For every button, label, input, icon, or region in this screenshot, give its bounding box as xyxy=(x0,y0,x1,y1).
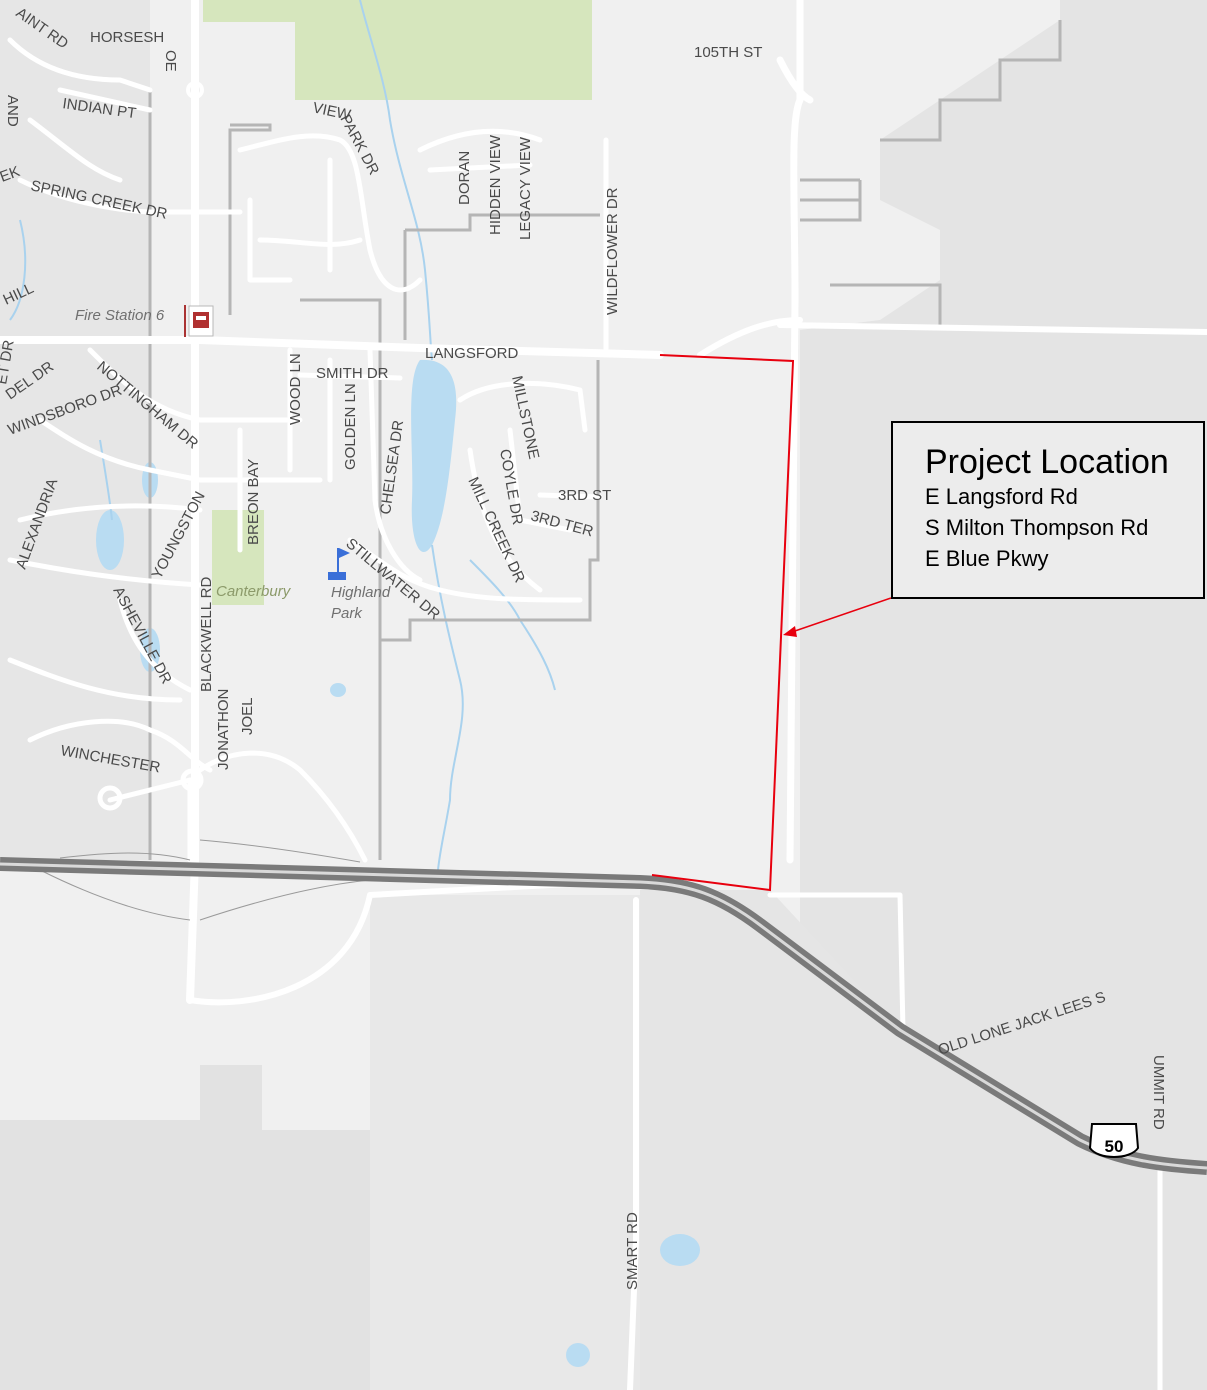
label-land-fragment: AND xyxy=(4,95,21,127)
pond-6 xyxy=(330,683,346,697)
district-area-south-east xyxy=(640,890,900,1390)
label-doran: DORAN xyxy=(456,151,473,205)
project-boundary xyxy=(651,354,795,892)
fire-station-icon[interactable] xyxy=(184,305,214,337)
label-horseshoe: HORSESH xyxy=(90,29,164,46)
langsford-east xyxy=(777,322,1207,335)
district-area-south xyxy=(370,895,640,1390)
label-park: Park xyxy=(331,605,363,622)
callout-line-milton-thompson: S Milton Thompson Rd xyxy=(925,515,1149,540)
label-horseshoe-oe: OE xyxy=(162,50,179,72)
milton-north-curve xyxy=(776,56,814,104)
label-joel: JOEL xyxy=(239,697,256,735)
label-canterbury: Canterbury xyxy=(216,583,292,600)
lake-water xyxy=(411,359,457,553)
park-flag-icon[interactable] xyxy=(328,548,350,580)
label-smith-dr: SMITH DR xyxy=(316,365,389,382)
pond-5 xyxy=(566,1343,590,1367)
interchange-ramps xyxy=(39,839,371,921)
label-3rd-st: 3RD ST xyxy=(558,487,611,504)
label-hidden-view: HIDDEN VIEW xyxy=(487,134,504,235)
roundabout-2 xyxy=(180,768,204,792)
neighborhood-area-west xyxy=(0,0,150,860)
south-frontage xyxy=(767,892,906,1033)
milton-thompson-road xyxy=(786,0,804,864)
us-50-shield-icon[interactable]: 50 xyxy=(1088,1123,1140,1158)
pond-4 xyxy=(660,1234,700,1266)
label-ummit-rd: UMMIT RD xyxy=(1150,1055,1167,1130)
langsford-road xyxy=(0,336,664,359)
frontage-west xyxy=(187,877,643,1006)
park-area-strip xyxy=(203,0,295,22)
callout-line-blue-pkwy: E Blue Pkwy xyxy=(925,546,1049,571)
label-breon-bay: BREON BAY xyxy=(245,459,262,545)
smart-road xyxy=(627,897,639,1390)
label-fire-station: Fire Station 6 xyxy=(75,307,165,324)
project-location-callout: Project Location E Langsford Rd S Milton… xyxy=(891,421,1205,599)
label-wildflower-dr: WILDFLOWER DR xyxy=(604,187,621,315)
label-jonathon: JONATHON xyxy=(215,689,232,770)
label-highland: Highland xyxy=(331,584,391,601)
shield-route-number: 50 xyxy=(1105,1137,1124,1156)
callout-line-langsford: E Langsford Rd xyxy=(925,484,1078,509)
label-golden-ln: GOLDEN LN xyxy=(342,383,359,470)
label-wood-ln: WOOD LN xyxy=(287,353,304,425)
label-langsford: LANGSFORD xyxy=(425,345,519,362)
pond-1 xyxy=(96,510,124,570)
blackwell-road xyxy=(186,0,199,1004)
district-area-southwest xyxy=(0,1065,400,1390)
callout-title: Project Location xyxy=(925,443,1169,481)
highway-us50-center xyxy=(0,862,1207,1170)
roundabout-1 xyxy=(97,785,123,811)
label-legacy-view: LEGACY VIEW xyxy=(517,136,534,240)
roundabout-3 xyxy=(186,81,204,99)
callout-arrowhead xyxy=(783,626,797,637)
label-smart-rd: SMART RD xyxy=(624,1212,641,1290)
label-ek: EK xyxy=(0,163,22,186)
langsford-curve xyxy=(697,317,803,358)
park-area-north xyxy=(295,0,592,100)
district-area-east xyxy=(800,0,1207,1390)
callout-leader-line xyxy=(791,597,892,633)
label-blackwell-rd: BLACKWELL RD xyxy=(198,577,215,692)
label-105th-st: 105TH ST xyxy=(694,44,762,61)
